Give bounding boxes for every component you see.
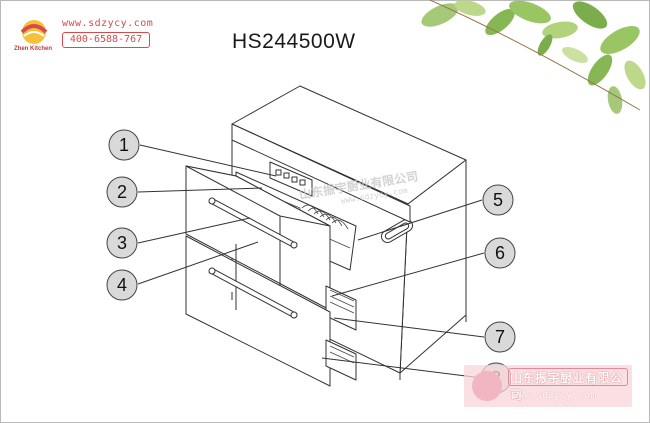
brand-logo-text: Zhen Kitchen <box>14 46 53 52</box>
brand-phone: 400-6588-767 <box>62 32 150 48</box>
callout-label: 6 <box>495 243 505 263</box>
callout-1: 1 <box>108 129 140 161</box>
watermark-stamp: 山东振宇厨业有限公司 www.sdzycy.com <box>464 365 632 407</box>
callout-2: 2 <box>106 176 138 208</box>
brand-logo-icon <box>20 20 48 44</box>
callout-5: 5 <box>482 184 514 216</box>
brand-block: Zhen Kitchen www.sdzycy.com 400-6588-767 <box>12 18 154 60</box>
watermark-website: www.sdzycy.com <box>512 390 597 401</box>
callout-label: 5 <box>493 190 503 210</box>
watermark-company: 山东振宇厨业有限公司 <box>510 371 623 402</box>
callout-label: 1 <box>119 135 129 155</box>
callout-label: 7 <box>495 327 505 347</box>
callout-3: 3 <box>106 227 138 259</box>
callout-7: 7 <box>484 321 516 353</box>
callout-4: 4 <box>106 269 138 301</box>
watermark-logo-icon <box>472 371 502 401</box>
brand-url: www.sdzycy.com <box>62 18 154 29</box>
model-title: HS244500W <box>232 30 356 53</box>
callout-label: 3 <box>117 233 127 253</box>
callout-label: 2 <box>117 182 127 202</box>
watermark-box <box>508 368 628 386</box>
callout-6: 6 <box>484 237 516 269</box>
callout-label: 4 <box>117 275 127 295</box>
